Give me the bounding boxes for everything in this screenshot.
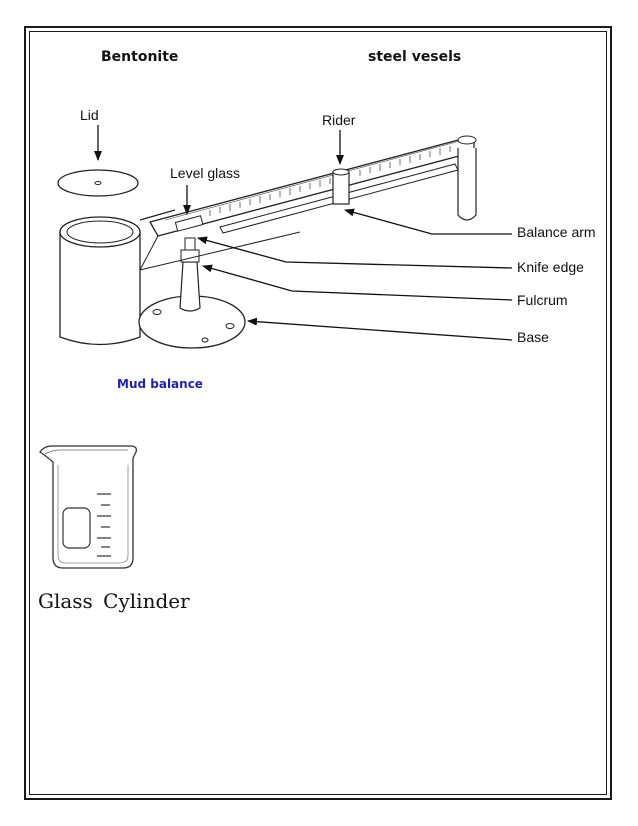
label-balance-arm: Balance arm <box>517 224 596 240</box>
page-border-outer <box>24 26 612 800</box>
balance-arm-arrow <box>344 208 512 235</box>
heading-bentonite: Bentonite <box>101 49 179 65</box>
mud-cup-illustration <box>59 209 176 346</box>
beaker-illustration <box>39 445 138 569</box>
label-level-glass: Level glass <box>170 165 240 181</box>
lid-illustration <box>57 169 139 197</box>
label-base: Base <box>517 329 549 345</box>
mud-balance-caption: Mud balance <box>117 377 203 391</box>
base-arrow <box>247 317 513 341</box>
label-lid: Lid <box>80 107 99 123</box>
page-border-inner <box>29 31 607 795</box>
arm-scale-ticks <box>209 146 451 216</box>
glass-cylinder-caption: Glass Cylinder <box>38 589 190 613</box>
knife-edge-arrow <box>197 236 513 269</box>
rider-illustration <box>332 168 350 205</box>
label-knife-edge: Knife edge <box>517 259 584 275</box>
label-fulcrum: Fulcrum <box>517 292 568 308</box>
heading-steel-vessels: steel vesels <box>368 49 462 65</box>
label-rider: Rider <box>322 112 356 128</box>
fulcrum-arrow <box>202 264 513 301</box>
base-illustration <box>138 237 246 349</box>
